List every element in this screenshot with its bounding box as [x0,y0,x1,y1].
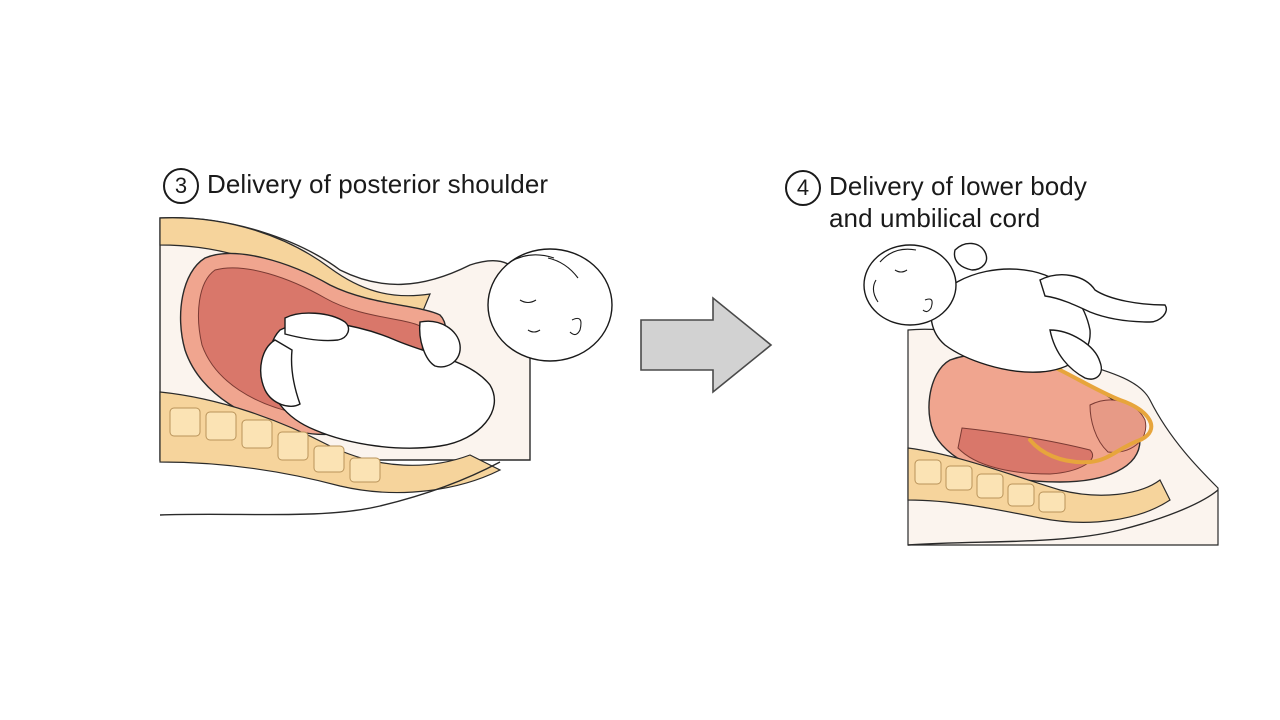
vertebra [914,459,942,485]
step-3-label: 3 Delivery of posterior shoulder [163,168,548,204]
vertebrae [914,459,1066,513]
baby-leg [1049,329,1102,380]
uterine-cavity [957,427,1093,475]
panel-posterior-shoulder [159,217,613,516]
vertebra [205,411,237,441]
baby-head [863,244,957,326]
vertebra [349,457,381,483]
step-4-title: Delivery of lower body and umbilical cor… [829,170,1087,234]
baby-hair [872,248,917,303]
step-4-label: 4 Delivery of lower body and umbilical c… [785,170,1087,234]
baby-figure [863,242,1167,380]
vertebrae [169,407,381,483]
vertebra [1038,491,1066,513]
baby-ear [569,317,582,336]
transition-arrow-icon [640,296,773,394]
maternal-back-outline [159,461,501,516]
baby-arm [953,242,988,271]
baby-foot [284,312,350,342]
step-3-number-badge: 3 [163,168,199,204]
step-4-number-badge: 4 [785,170,821,206]
baby-leg [260,339,301,408]
baby-hair [509,254,579,279]
baby-head [487,248,613,362]
baby-face-details [509,254,582,336]
step-4-title-line: Delivery of lower body [829,171,1087,201]
baby-eye [894,269,908,273]
vertebra [277,431,309,461]
vertebra [945,465,973,491]
step-3-title: Delivery of posterior shoulder [207,168,548,200]
vertebra [169,407,201,437]
baby-eye [519,299,537,304]
baby-mouth [527,329,541,333]
baby-figure [260,248,613,449]
vertebra [313,445,345,473]
vertebra [976,473,1004,499]
panel-lower-body-cord [863,242,1219,546]
baby-leg [1039,274,1167,323]
vertebra [241,419,273,449]
maternal-back-outline [907,489,1219,546]
vertebra [1007,483,1035,507]
baby-face-details [872,248,933,313]
baby-ear [922,298,933,313]
spine-band [159,391,502,494]
baby-arm [418,320,461,368]
spine-band [907,447,1171,523]
step-4-title-line: and umbilical cord [829,203,1041,233]
step-3-title-line: Delivery of posterior shoulder [207,169,549,199]
